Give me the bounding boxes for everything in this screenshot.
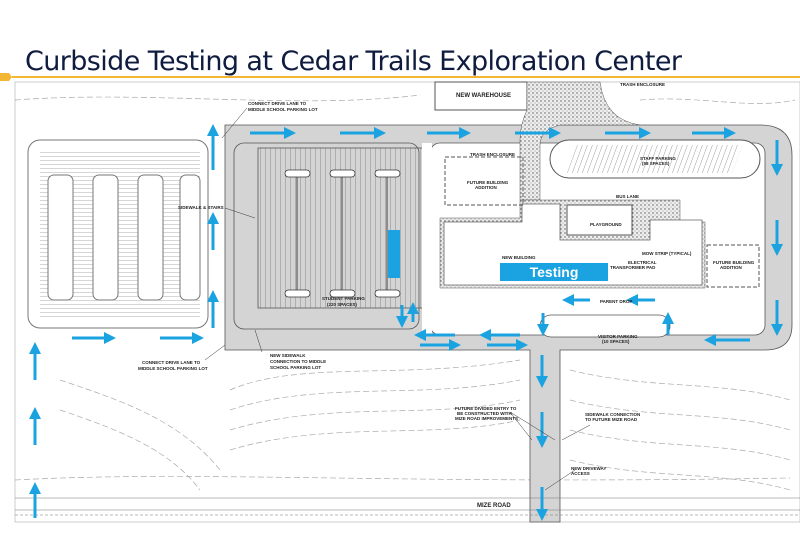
plan-label: MIZE ROAD IMPROVEMENTS bbox=[455, 416, 518, 421]
plan-label: TRASH ENCLOSURE bbox=[620, 82, 665, 87]
testing-label-box bbox=[500, 263, 608, 281]
plan-border bbox=[14, 81, 800, 523]
plan-label: MIDDLE SCHOOL PARKING LOT bbox=[138, 366, 208, 371]
plan-label: NEW BUILDING bbox=[502, 255, 536, 260]
plan-label: SCHOOL PARKING LOT bbox=[270, 365, 321, 370]
testing-queue-marker bbox=[388, 230, 400, 278]
plan-label: TRASH ENCLOSURE bbox=[470, 152, 515, 157]
new-warehouse bbox=[434, 81, 528, 111]
contour-lines bbox=[14, 94, 796, 491]
new-building: Testing bbox=[439, 156, 760, 289]
plan-label: MOW STRIP (TYPICAL) bbox=[642, 251, 692, 256]
plan-label: (10 SPACES) bbox=[602, 339, 630, 344]
plan-label: ACCESS bbox=[571, 471, 590, 476]
title-accent-tab bbox=[0, 73, 12, 81]
plan-label: MIDDLE SCHOOL PARKING LOT bbox=[248, 107, 318, 112]
slide-title: Curbside Testing at Cedar Trails Explora… bbox=[25, 46, 682, 77]
plan-label: PLAYGROUND bbox=[590, 222, 622, 227]
traffic-flow-arrows bbox=[29, 124, 783, 521]
future-addition-left bbox=[444, 156, 524, 206]
plan-label: MIZE ROAD bbox=[477, 503, 511, 509]
mize-road bbox=[15, 497, 800, 516]
playground bbox=[566, 204, 633, 236]
plan-labels: NEW WAREHOUSE TRASH ENCLOSURE CONNECT DR… bbox=[138, 82, 755, 509]
staff-parking bbox=[549, 139, 761, 179]
student-parking-islands bbox=[284, 169, 401, 298]
plan-label: ADDITION bbox=[475, 185, 497, 190]
plan-label: SIDEWALK CONNECTION bbox=[585, 412, 640, 417]
plan-label: (58 SPACES) bbox=[642, 161, 670, 166]
plan-label: TRANSFORMER PAD bbox=[610, 265, 656, 270]
plan-label: NEW WAREHOUSE bbox=[456, 93, 511, 99]
plan-label: FUTURE DIVIDED ENTRY TO bbox=[455, 406, 517, 411]
leader-lines bbox=[204, 107, 591, 491]
plan-label: (220 SPACES) bbox=[327, 302, 357, 307]
plan-label: NEW SIDEWALK bbox=[270, 353, 306, 358]
plan-label: CONNECT DRIVE LANE TO bbox=[142, 360, 201, 365]
plan-label: PARENT DROP bbox=[600, 299, 632, 304]
plan-label: STAFF PARKING bbox=[640, 156, 676, 161]
plan-label: STUDENT PARKING bbox=[322, 296, 365, 301]
future-addition-right bbox=[706, 244, 760, 288]
plan-label: CONNECTION TO MIDDLE bbox=[270, 359, 326, 364]
plan-label: FUTURE BUILDING bbox=[467, 180, 509, 185]
plan-label: SIDEWALK & STAIRS bbox=[178, 205, 224, 210]
title-underline bbox=[12, 76, 800, 78]
plan-label: CONNECT DRIVE LANE TO bbox=[248, 101, 307, 106]
plan-label: NEW DRIVEWAY bbox=[571, 466, 606, 471]
plan-label: BUS LANE bbox=[616, 194, 639, 199]
plan-label: ELECTRICAL bbox=[628, 260, 657, 265]
plan-label: TO FUTURE MIZE ROAD bbox=[585, 417, 638, 422]
testing-label: Testing bbox=[530, 264, 579, 280]
existing-parking-lot bbox=[27, 139, 209, 329]
plan-label: FUTURE BUILDING bbox=[713, 260, 755, 265]
plan-label: ADDITION bbox=[720, 265, 742, 270]
plan-label: VISITOR PARKING bbox=[598, 334, 638, 339]
plan-label: BE CONSTRUCTED WITH bbox=[457, 411, 512, 416]
